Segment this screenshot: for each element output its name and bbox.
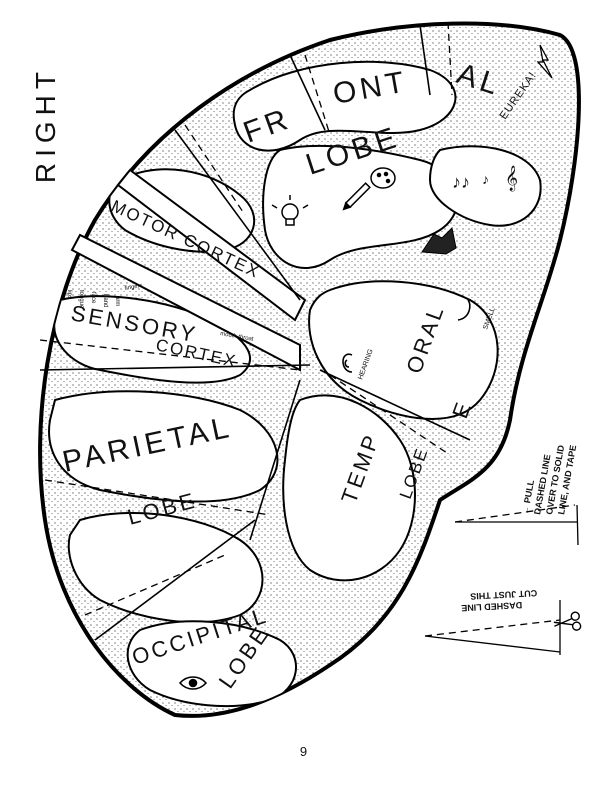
sculpture-icon (421, 226, 457, 255)
svg-text:♪: ♪ (482, 171, 489, 187)
gyrus-6 (48, 390, 279, 503)
sensory-part-hand: hand (102, 294, 108, 307)
sensory-part-tongue: tongue (78, 290, 84, 309)
pencil-icon (342, 182, 371, 211)
gyrus-4 (308, 280, 499, 420)
gyrus-1 (232, 60, 457, 152)
eye-icon (178, 676, 208, 690)
music-notes-icon: ♪♪♪ (452, 171, 489, 192)
sensory-part-fingers: fingers (124, 283, 143, 292)
svg-text:tongue: tongue (78, 290, 84, 309)
treble-clef-icon: 𝄞 (505, 165, 518, 191)
svg-text:lips: lips (66, 290, 72, 299)
motor-cortex-strip (116, 168, 307, 322)
smell-icon (457, 299, 471, 321)
paint-palette-icon (370, 167, 396, 189)
cut-line-1: CUT JUST THIS (470, 588, 537, 601)
scissors-icon (553, 611, 582, 631)
sensory-cortex-strip (70, 233, 301, 372)
sensory-part-lips: lips (66, 290, 72, 299)
svg-text:♪♪: ♪♪ (452, 172, 470, 192)
svg-text:CUT JUST THIS: CUT JUST THIS (470, 588, 537, 601)
lightbulb-icon (271, 195, 309, 226)
svg-text:DASHED LINE: DASHED LINE (461, 600, 522, 613)
cut-line-2: DASHED LINE (461, 600, 522, 613)
lightning-icon (536, 44, 553, 79)
svg-text:face: face (90, 292, 96, 304)
svg-text:fingers: fingers (124, 283, 143, 292)
svg-text:arm: arm (114, 296, 120, 306)
ear-icon (342, 353, 353, 373)
gyrus-7 (282, 394, 416, 582)
page-number: 9 (299, 744, 308, 759)
sensory-mouth-label: mouth throat (220, 331, 255, 343)
sensory-part-face: face (90, 292, 96, 304)
gyrus-8 (67, 512, 264, 624)
gyrus-3 (428, 145, 542, 227)
sensory-part-arm: arm (114, 296, 120, 306)
svg-text:mouth throat: mouth throat (220, 331, 255, 343)
svg-text:hand: hand (102, 294, 108, 307)
gyrus-2 (262, 144, 459, 270)
cortex-strips (70, 168, 307, 372)
